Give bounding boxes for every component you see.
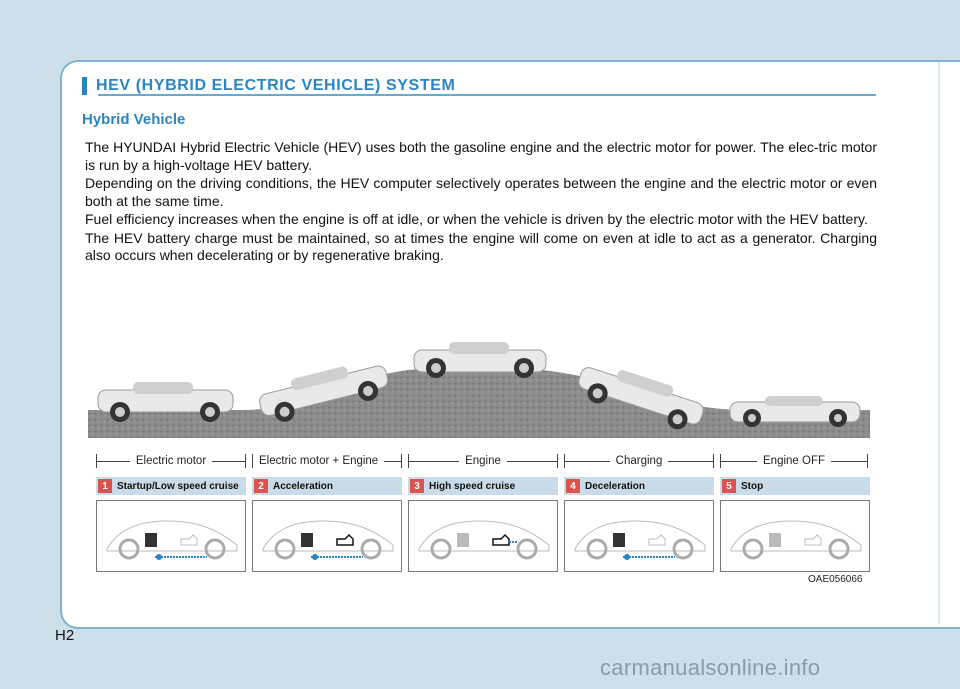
title-accent-bar — [82, 77, 87, 95]
mode-label: Engine — [408, 452, 558, 470]
battery-icon — [301, 533, 313, 547]
stage-label: Deceleration — [585, 480, 646, 492]
engine-icon — [336, 533, 354, 546]
car-icon — [413, 342, 547, 378]
stage-diagram — [96, 500, 246, 572]
mode-labels: Electric motor Electric motor + Engine E… — [96, 452, 868, 470]
stage-label: Startup/Low speed cruise — [117, 480, 239, 492]
car-icon — [97, 382, 234, 422]
battery-icon — [145, 533, 157, 547]
paragraph: The HEV battery charge must be maintaine… — [85, 229, 877, 264]
engine-icon — [648, 534, 666, 546]
hill-illustration — [88, 342, 870, 438]
stage-number-badge: 2 — [254, 479, 268, 493]
body-text: The HYUNDAI Hybrid Electric Vehicle (HEV… — [85, 139, 877, 266]
stage-diagram — [408, 500, 558, 572]
car-icon — [729, 396, 861, 427]
mode-label: Electric motor + Engine — [252, 452, 402, 470]
stage-label: Stop — [741, 480, 764, 492]
stage-number-badge: 4 — [566, 479, 580, 493]
battery-icon — [769, 533, 781, 547]
watermark: carmanualsonline.info — [600, 655, 821, 680]
battery-icon — [613, 533, 625, 547]
stage-diagram — [564, 500, 714, 572]
stage-panel: 4 Deceleration — [564, 477, 714, 572]
stage-number-badge: 3 — [410, 479, 424, 493]
title-rule — [98, 94, 876, 96]
figure-code: OAE056066 — [808, 574, 863, 585]
engine-icon — [804, 534, 822, 546]
mode-label: Charging — [564, 452, 715, 470]
stage-label: High speed cruise — [429, 480, 516, 492]
stage-panel: 2 Acceleration — [252, 477, 402, 572]
stage-number-badge: 5 — [722, 479, 736, 493]
engine-icon — [180, 534, 198, 546]
subheading: Hybrid Vehicle — [82, 111, 186, 128]
paragraph: Depending on the driving conditions, the… — [85, 175, 877, 209]
section-title: HEV (HYBRID ELECTRIC VEHICLE) SYSTEM — [82, 77, 455, 95]
page-edge-line — [938, 62, 940, 624]
stage-number-badge: 1 — [98, 479, 112, 493]
mode-label: Electric motor — [96, 452, 247, 470]
section-title-text: HEV (HYBRID ELECTRIC VEHICLE) SYSTEM — [96, 77, 456, 94]
car-icon — [259, 365, 389, 422]
stage-panel: 3 High speed cruise — [408, 477, 558, 572]
battery-icon — [457, 533, 469, 547]
stage-label: Acceleration — [273, 480, 334, 492]
mode-label: Engine OFF — [720, 452, 868, 470]
car-icon — [578, 367, 704, 430]
page-number: H2 — [55, 627, 75, 644]
stage-diagram — [720, 500, 870, 572]
engine-icon — [492, 533, 510, 546]
stage-panel: 1 Startup/Low speed cruise — [96, 477, 246, 572]
stage-diagram — [252, 500, 402, 572]
paragraph: Fuel efficiency increases when the engin… — [85, 211, 868, 227]
paragraph: The HYUNDAI Hybrid Electric Vehicle (HEV… — [85, 139, 877, 173]
stage-panel: 5 Stop — [720, 477, 870, 572]
